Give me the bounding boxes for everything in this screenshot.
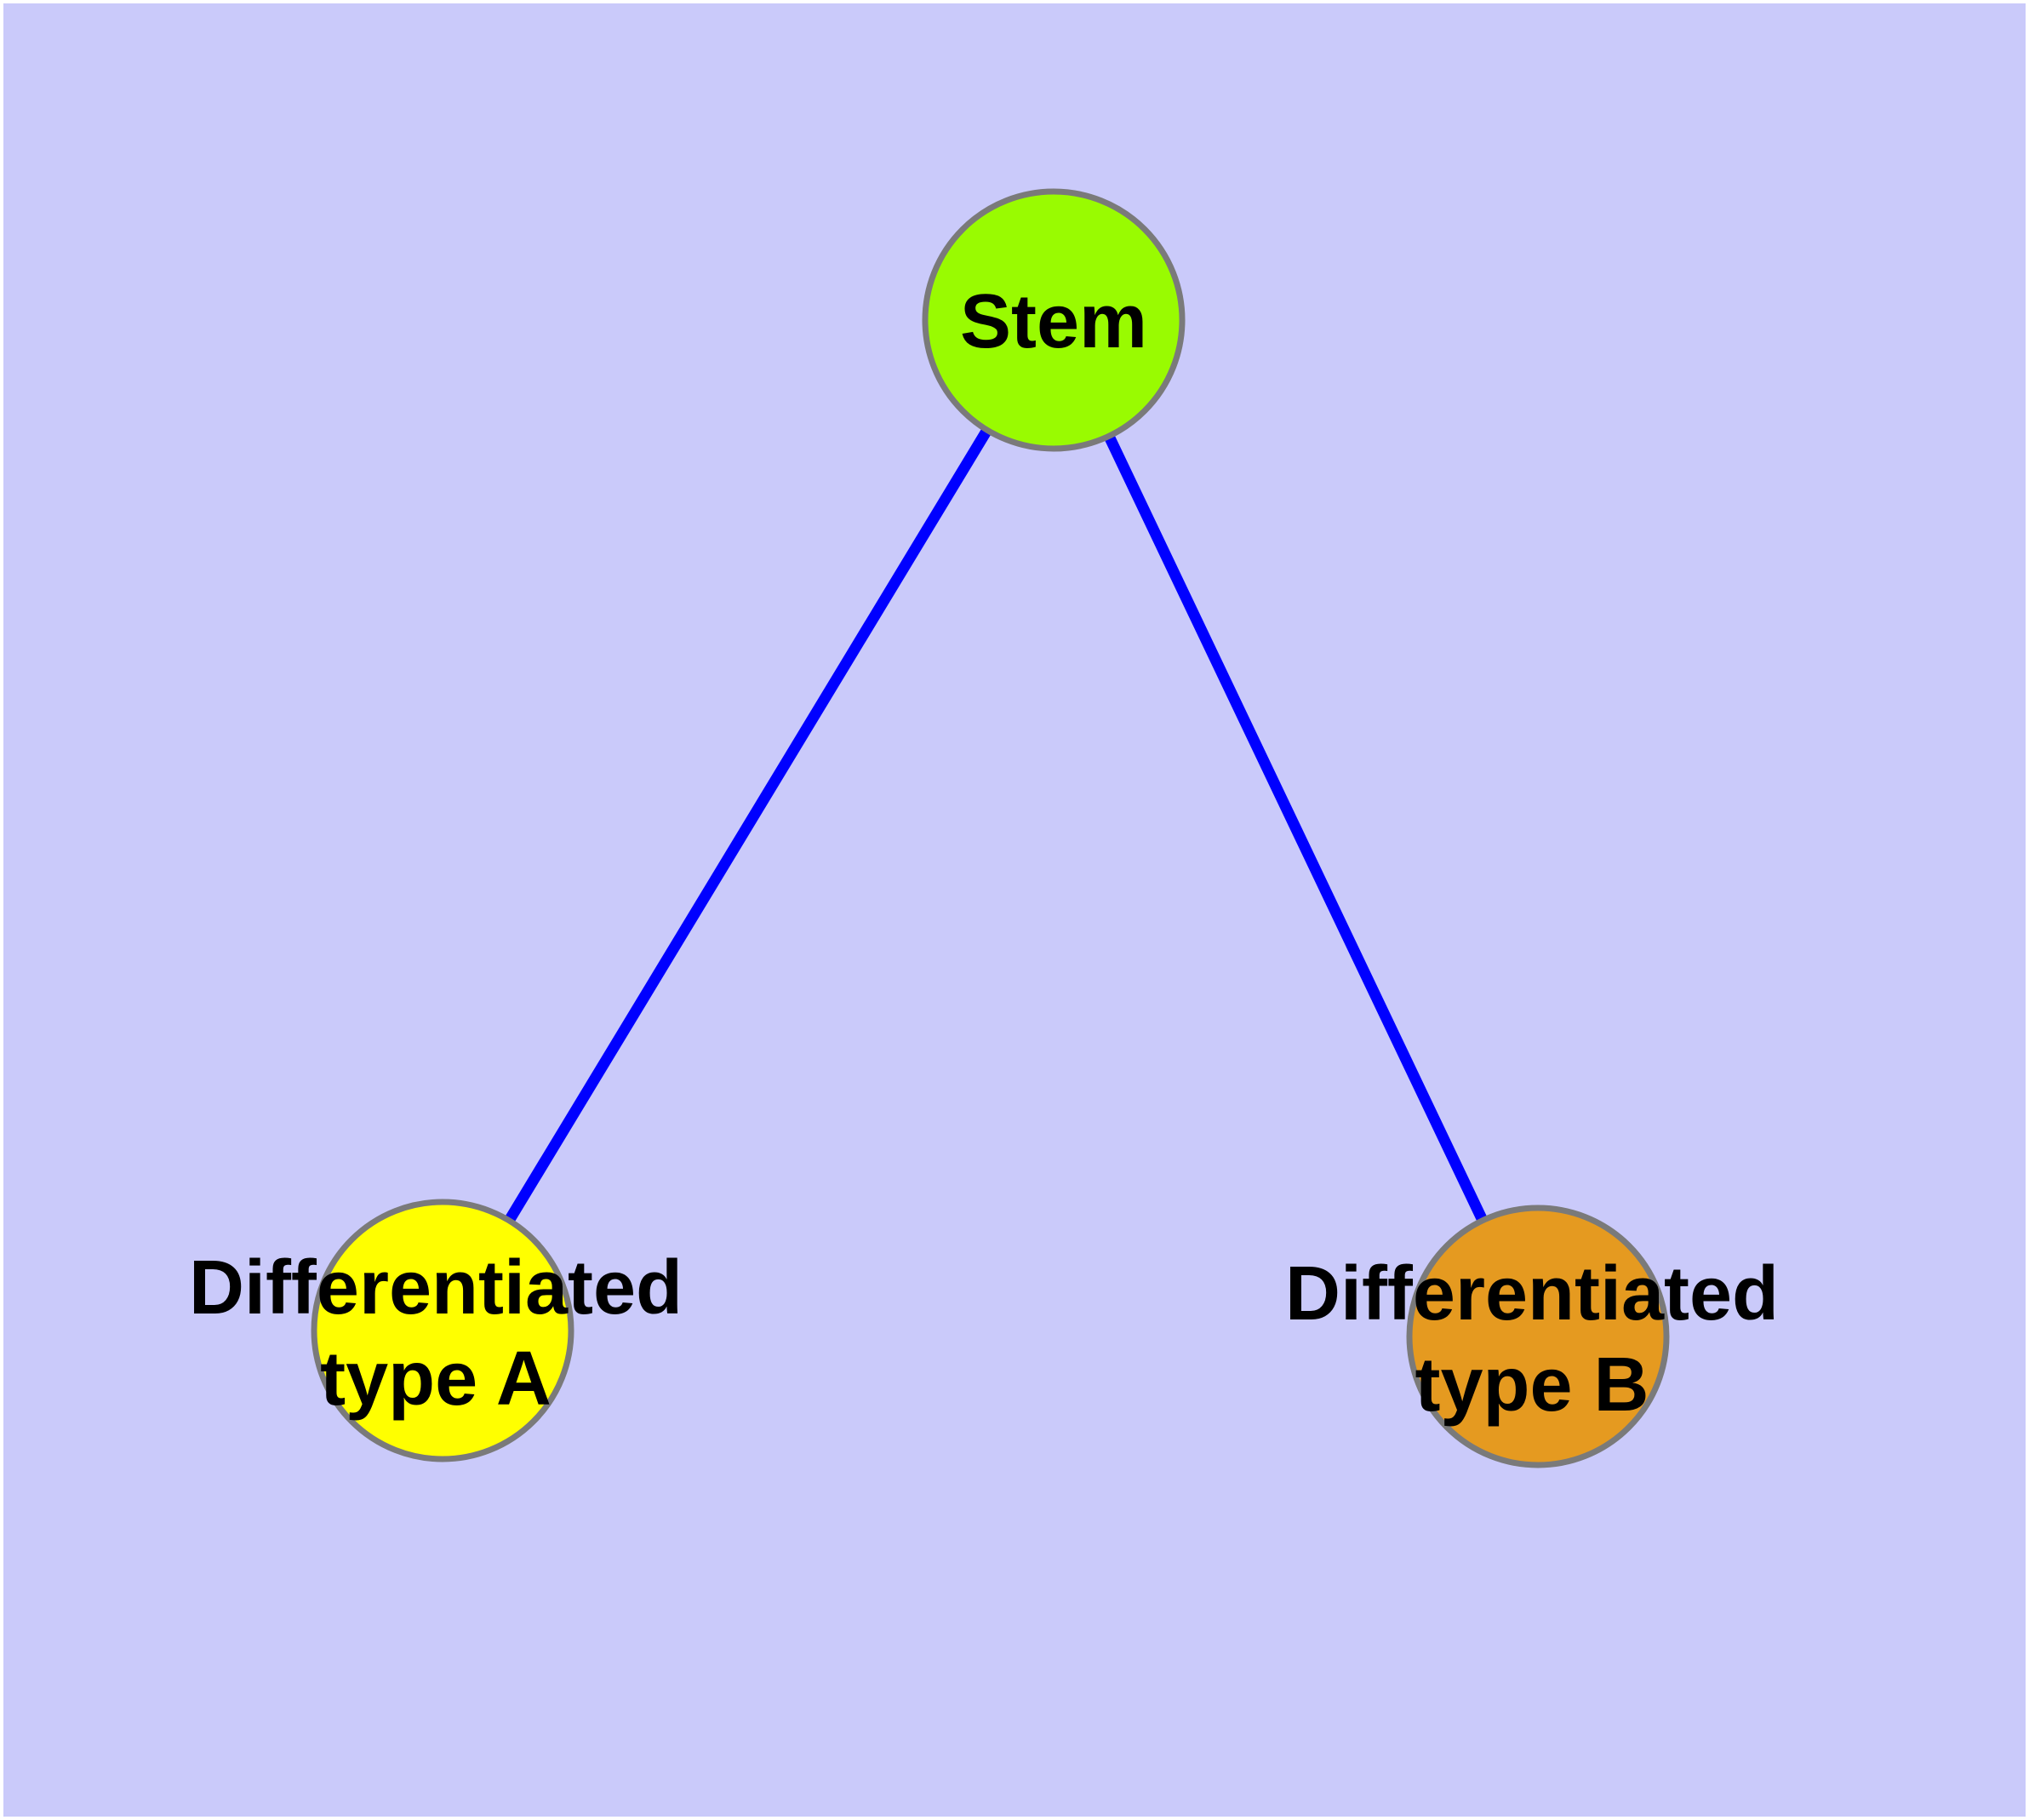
edge-stem-to-type-b: [1049, 318, 1543, 1339]
node-type-a-label-line1: Differentiated: [189, 1245, 683, 1331]
edge-stem-to-type-a: [437, 317, 1059, 1334]
node-stem-label: Stem: [960, 279, 1147, 364]
node-type-b-label-line1: Differentiated: [1285, 1251, 1779, 1336]
node-type-a-label-line2: type A: [320, 1336, 552, 1422]
node-type-b-label-line2: type B: [1415, 1342, 1649, 1428]
node-differentiated-type-b: [1406, 1205, 1670, 1468]
node-stem: [922, 188, 1186, 452]
edge-group: [437, 317, 1543, 1339]
node-differentiated-type-a: [311, 1199, 574, 1462]
